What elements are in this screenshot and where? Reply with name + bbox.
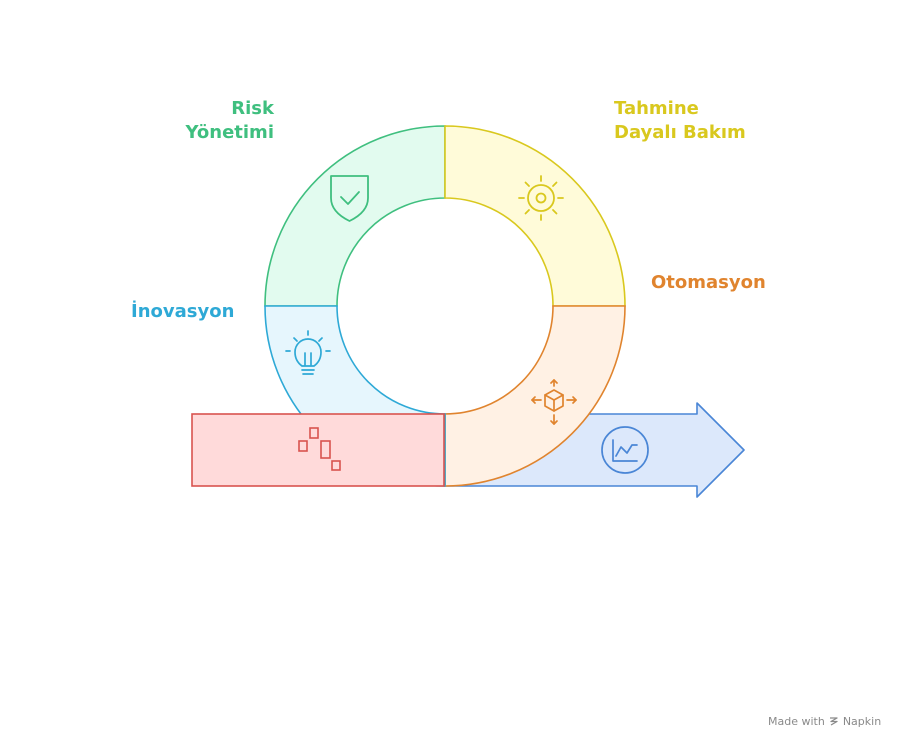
- label-otomasyon: Otomasyon: [651, 271, 766, 295]
- shield-check-icon: [330, 175, 369, 222]
- label-inovasyon-line1: İnovasyon: [131, 301, 235, 322]
- label-tahmine-line2: Dayalı Bakım: [614, 122, 746, 143]
- segment-risk: [264, 125, 446, 307]
- cube-arrows-icon: [531, 379, 577, 425]
- label-inovasyon: İnovasyon: [131, 300, 234, 324]
- footer-credit: Made with Napkin: [768, 715, 881, 728]
- footer-brand: Napkin: [842, 715, 882, 728]
- sun-gear-icon: [518, 175, 564, 221]
- line-chart-icon: [601, 426, 649, 474]
- input-block: [191, 413, 445, 487]
- segment-otomasyon: [444, 305, 626, 487]
- label-tahmine: Tahmine Dayalı Bakım: [614, 97, 746, 145]
- napkin-logo-icon: [829, 717, 838, 726]
- footer-made-with: Made with: [768, 715, 825, 728]
- scattered-blocks-icon: [298, 427, 341, 471]
- segment-tahmine: [444, 125, 626, 307]
- label-risk: Risk Yönetimi: [186, 97, 274, 145]
- label-otomasyon-line1: Otomasyon: [651, 272, 766, 293]
- label-risk-line1: Risk: [231, 98, 274, 119]
- label-tahmine-line1: Tahmine: [614, 98, 699, 119]
- label-risk-line2: Yönetimi: [185, 122, 274, 143]
- lightbulb-icon: [285, 330, 331, 375]
